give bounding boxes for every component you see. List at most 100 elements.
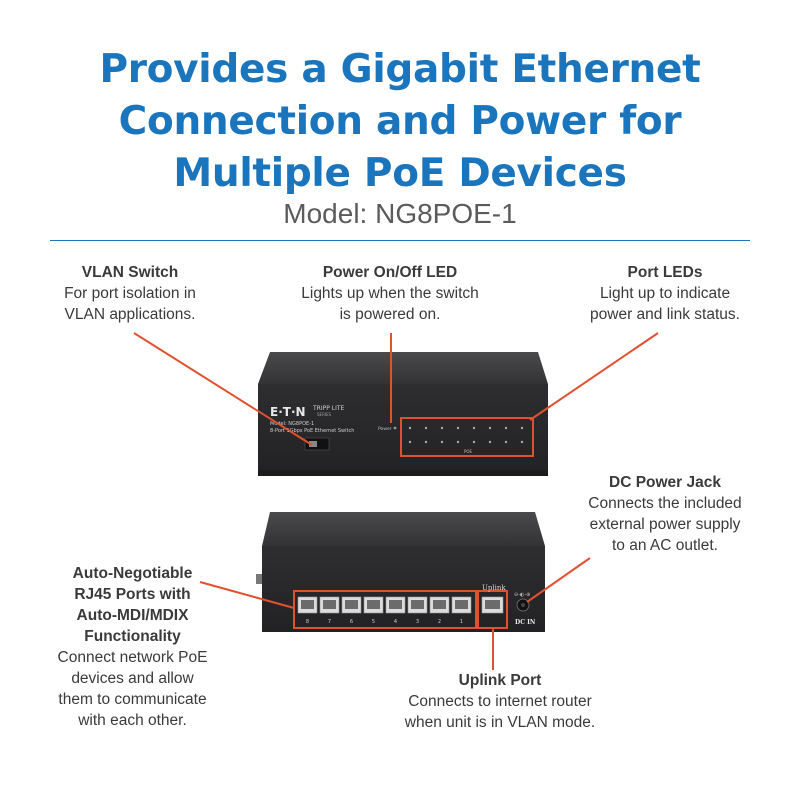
headline: Provides a Gigabit Ethernet Connection a… xyxy=(0,44,800,200)
port-led xyxy=(472,440,476,444)
callout-desc: external power supply xyxy=(589,516,741,533)
port-number-label: 3 xyxy=(416,619,419,625)
port-led xyxy=(504,426,508,430)
uplink-port-socket xyxy=(485,600,500,609)
port-leds-highlight xyxy=(400,417,534,457)
callout-desc: Connects to internet router xyxy=(408,693,592,710)
rj45-port: 3 xyxy=(407,596,428,625)
port-led xyxy=(408,426,412,430)
port-led xyxy=(440,440,444,444)
port-led xyxy=(488,426,492,430)
port-number-label: 8 xyxy=(306,619,309,625)
poe-label: POE xyxy=(464,449,473,454)
rj45-port-row: 8 7 6 5 4 3 2 1 xyxy=(297,596,504,625)
callout-desc: For port isolation in xyxy=(64,285,196,302)
port-number-label: 1 xyxy=(460,619,463,625)
port-led-grid xyxy=(408,426,524,444)
rj45-port: 6 xyxy=(341,596,362,625)
model-number: Model: NG8POE-1 xyxy=(283,198,517,229)
callout-title: Functionality xyxy=(84,628,181,645)
port-number-label: 7 xyxy=(328,619,331,625)
callout-vlan-switch: VLAN Switch For port isolation in VLAN a… xyxy=(40,262,220,325)
front-top-panel xyxy=(258,352,548,384)
callout-desc: Light up to indicate xyxy=(599,285,731,302)
rj45-ports-highlight xyxy=(293,590,477,629)
rj45-port: 8 xyxy=(297,596,318,625)
callout-title: DC Power Jack xyxy=(609,474,721,491)
callout-title: Uplink Port xyxy=(458,672,542,689)
kensington-slot xyxy=(256,574,262,584)
svg-text:⊖-◐-⊕: ⊖-◐-⊕ xyxy=(514,592,530,598)
power-led-indicator xyxy=(393,426,397,430)
switch-back-view: 8 7 6 5 4 3 2 1 Uplink ⊖-◐-⊕ DC IN xyxy=(256,512,545,632)
port-led xyxy=(520,440,524,444)
power-led-label: Power xyxy=(378,426,392,432)
callout-desc: devices and allow xyxy=(71,670,194,687)
callout-desc: is powered on. xyxy=(339,306,441,323)
callout-title: RJ45 Ports with xyxy=(74,586,191,603)
callout-desc: Lights up when the switch xyxy=(301,285,479,302)
leader-vlan-switch xyxy=(133,332,313,446)
port-number-label: 2 xyxy=(438,619,441,625)
brand-logo: E·T·N xyxy=(270,405,306,419)
callout-port-leds: Port LEDs Light up to indicate power and… xyxy=(560,262,770,325)
rj45-port: 2 xyxy=(429,596,450,625)
rj45-port: 5 xyxy=(363,596,384,625)
rj45-port: 4 xyxy=(385,596,406,625)
callout-desc: power and link status. xyxy=(590,306,740,323)
back-top-panel xyxy=(262,512,545,546)
front-desc-text: 8-Port 1Gbps PoE Ethernet Switch xyxy=(270,428,354,434)
vlan-switch-toggle xyxy=(304,437,330,451)
callout-desc: with each other. xyxy=(78,712,187,729)
leader-rj45 xyxy=(199,581,295,609)
callout-title: VLAN Switch xyxy=(81,264,179,281)
callout-rj45-ports: Auto-Negotiable RJ45 Ports with Auto-MDI… xyxy=(30,563,235,731)
callout-title: Port LEDs xyxy=(627,264,703,281)
callout-leader-lines xyxy=(133,332,659,670)
port-led xyxy=(408,440,412,444)
front-face-panel xyxy=(258,384,548,476)
callout-power-led: Power On/Off LED Lights up when the swit… xyxy=(270,262,510,325)
switch-front-view: E·T·N TRIPP LITE SERIES Model: NG8POE-1 … xyxy=(258,352,548,476)
port-led xyxy=(488,440,492,444)
rj45-port: 1 xyxy=(451,596,472,625)
back-face-panel xyxy=(262,546,545,632)
callout-title: Auto-MDI/MDIX xyxy=(76,607,189,624)
uplink-label: Uplink xyxy=(482,584,506,592)
port-led xyxy=(440,426,444,430)
front-base xyxy=(258,470,548,476)
headline-line-1: Provides a Gigabit Ethernet xyxy=(99,47,701,92)
leader-dc-jack xyxy=(526,557,591,603)
port-number-label: 6 xyxy=(350,619,353,625)
dc-power-jack: ⊖-◐-⊕ xyxy=(514,592,530,612)
port-led xyxy=(456,440,460,444)
callout-desc: Connect network PoE xyxy=(57,649,208,666)
callout-dc-power-jack: DC Power Jack Connects the included exte… xyxy=(560,472,770,556)
headline-line-2: Connection and Power for xyxy=(118,99,682,144)
front-model-text: Model: NG8POE-1 xyxy=(270,421,314,427)
leader-port-leds xyxy=(529,332,659,421)
divider-rule xyxy=(50,240,750,241)
port-led xyxy=(472,426,476,430)
port-number-label: 4 xyxy=(394,619,397,625)
dc-in-label: DC IN xyxy=(515,619,536,626)
headline-line-3: Multiple PoE Devices xyxy=(173,151,627,196)
rj45-port: 7 xyxy=(319,596,340,625)
port-led xyxy=(520,426,524,430)
port-led xyxy=(504,440,508,444)
port-led xyxy=(424,426,428,430)
callout-desc: VLAN applications. xyxy=(64,306,196,323)
series-sub-label: SERIES xyxy=(317,412,332,417)
callout-title: Power On/Off LED xyxy=(322,264,458,281)
port-led xyxy=(456,426,460,430)
port-number-label: 5 xyxy=(372,619,375,625)
callout-desc: when unit is in VLAN mode. xyxy=(404,714,596,731)
callout-desc: to an AC outlet. xyxy=(612,537,718,554)
series-label: TRIPP LITE xyxy=(312,405,345,412)
callout-title: Auto-Negotiable xyxy=(72,565,193,582)
callout-desc: Connects the included xyxy=(588,495,742,512)
port-led xyxy=(424,440,428,444)
callout-uplink-port: Uplink Port Connects to internet router … xyxy=(370,670,630,733)
callout-desc: them to communicate xyxy=(58,691,207,708)
